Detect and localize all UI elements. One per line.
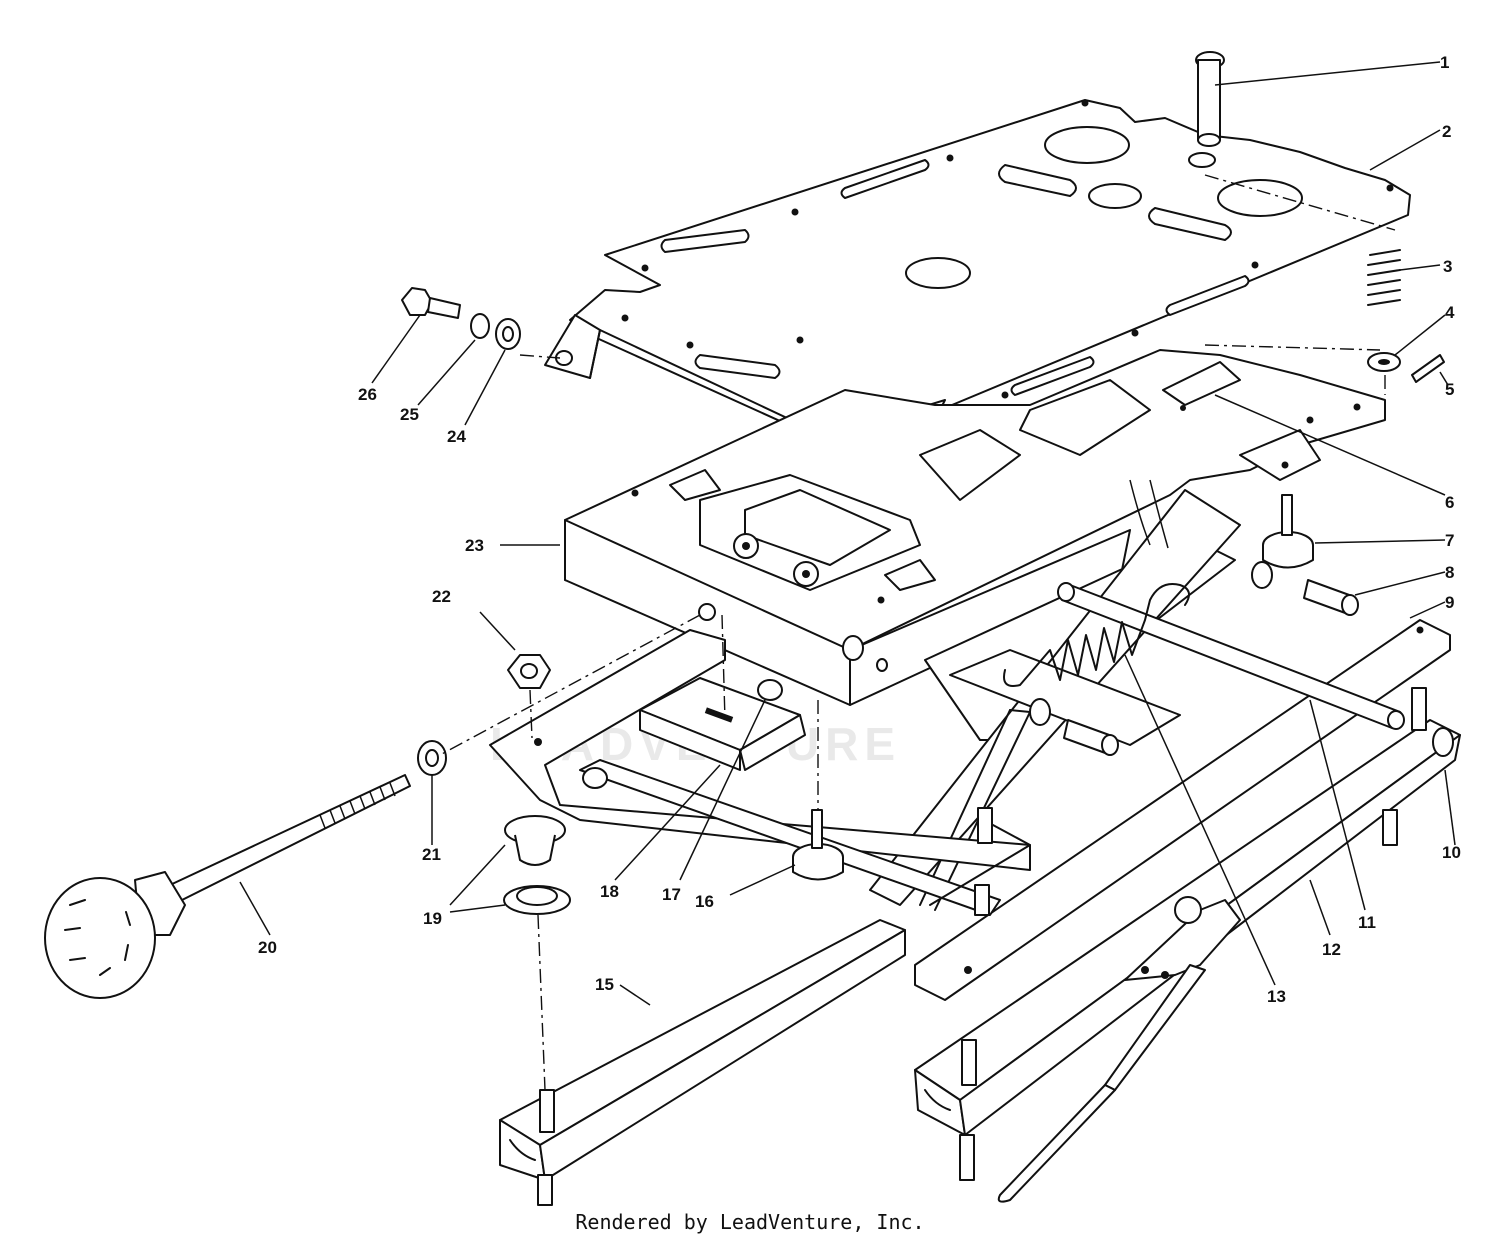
label-16: 16 [695, 892, 714, 911]
label-13: 13 [1267, 987, 1286, 1006]
label-24: 24 [447, 427, 466, 446]
base-plate [564, 349, 1386, 706]
label-20: 20 [258, 938, 277, 957]
label-17: 17 [662, 885, 681, 904]
label-6: 6 [1445, 493, 1454, 512]
label-7: 7 [1445, 531, 1454, 550]
flange-nut [507, 654, 551, 689]
leader-lines [239, 61, 1456, 1006]
label-10: 10 [1442, 843, 1461, 862]
studs [537, 687, 1427, 1206]
label-1: 1 [1440, 53, 1449, 72]
label-26: 26 [358, 385, 377, 404]
label-12: 12 [1322, 940, 1341, 959]
label-18: 18 [600, 882, 619, 901]
scissor-frame [869, 479, 1241, 911]
label-22: 22 [432, 587, 451, 606]
label-15: 15 [595, 975, 614, 994]
front-rail [914, 619, 1451, 1001]
label-4: 4 [1445, 303, 1455, 322]
label-11: 11 [1358, 913, 1376, 932]
clip-parts [639, 677, 806, 771]
roller-parts [1029, 561, 1359, 756]
label-9: 9 [1445, 593, 1454, 612]
washer [417, 740, 447, 776]
cross-rod [1057, 582, 1405, 730]
label-23: 23 [465, 536, 484, 555]
bumpers [792, 494, 1314, 881]
bolt-assembly [401, 287, 521, 350]
label-3: 3 [1443, 257, 1452, 276]
label-2: 2 [1442, 122, 1451, 141]
label-19: 19 [423, 909, 442, 928]
label-8: 8 [1445, 563, 1454, 582]
spring [1003, 583, 1190, 687]
adjuster-knob [44, 774, 411, 999]
top-hardware [1195, 51, 1445, 383]
alignment-lines [439, 174, 1396, 1091]
label-21: 21 [422, 845, 441, 864]
bushings [503, 815, 571, 915]
part-labels: 1 2 3 4 5 6 7 8 9 10 11 12 13 15 16 17 1… [258, 53, 1461, 1006]
left-bracket [489, 629, 1031, 916]
seat-lever [997, 896, 1241, 1203]
credit-text: Rendered by LeadVenture, Inc. [575, 1210, 925, 1234]
label-5: 5 [1445, 380, 1454, 399]
label-25: 25 [400, 405, 419, 424]
